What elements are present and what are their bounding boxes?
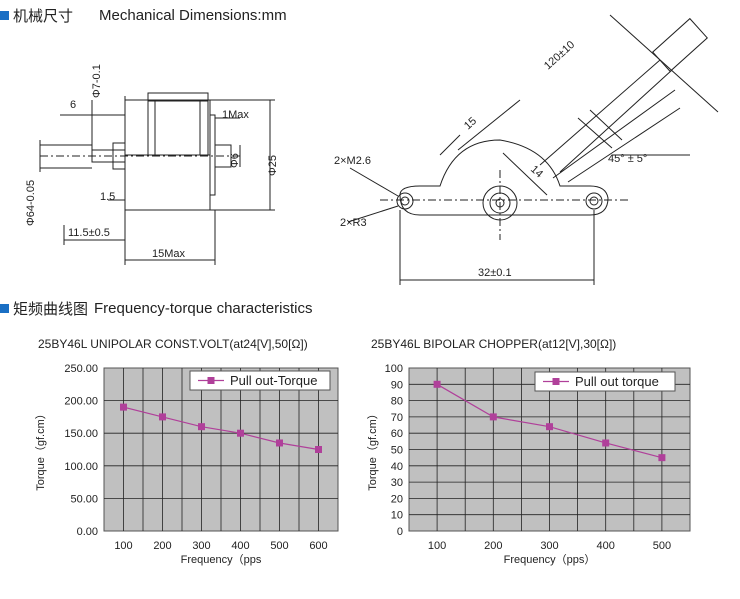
x-tick-label: 100 xyxy=(114,540,132,552)
legend-box xyxy=(534,371,676,392)
y-tick-label: 90 xyxy=(391,379,403,391)
data-point xyxy=(433,380,441,388)
y-tick-label: 0 xyxy=(397,526,403,538)
x-tick-label: 500 xyxy=(653,540,671,552)
section-title-cn: 矩频曲线图 xyxy=(13,301,89,318)
y-tick-label: 0.00 xyxy=(77,526,98,538)
dim-shaft-length: 6 xyxy=(70,99,76,111)
legend-label: Pull out-Torque xyxy=(230,373,317,388)
section-title-en: Mechanical Dimensions:mm xyxy=(99,7,287,24)
data-point xyxy=(602,439,610,447)
legend-box xyxy=(189,370,331,391)
data-point xyxy=(198,423,205,431)
mechanical-drawing: 6 Φ7-0.1 1Max Φ6 Φ25 1.5 Φ64-0.05 11.5±0… xyxy=(25,14,719,285)
chart2-plot: 0 10 20 30 40 50 60 70 80 90 100 100 200 300 400 500 Pul… xyxy=(366,363,691,566)
data-point xyxy=(546,423,553,431)
y-tick-label: 60 xyxy=(391,428,403,440)
data-point xyxy=(237,429,244,437)
x-axis-label: Frequency（pps xyxy=(181,553,262,566)
data-point xyxy=(120,403,127,411)
front-view-drawing xyxy=(347,14,719,285)
dim-flange: 1.5 xyxy=(100,191,115,203)
dim-lead-length: 120±10 xyxy=(542,39,577,72)
x-tick-label: 300 xyxy=(192,540,210,552)
y-tick-label: 30 xyxy=(391,477,403,489)
chart1-plot: 0.00 50.00 100.00 150.00 200.00 250.00 100 200 3… xyxy=(34,363,339,566)
legend-marker xyxy=(552,378,560,385)
y-axis-label: Torque（gf.cm） xyxy=(366,408,379,491)
legend-marker xyxy=(207,377,215,384)
y-axis-label: Torque（gf.cm） xyxy=(34,408,47,491)
dim-corner-radius: 2×R3 xyxy=(340,217,367,229)
section-header-mechanical: 机械尺寸 Mechanical Dimensions:mm xyxy=(0,5,287,26)
series-line xyxy=(123,406,319,451)
x-tick-label: 600 xyxy=(309,540,327,552)
dim-pinion-offset: 11.5±0.5 xyxy=(68,227,110,239)
section-header-frequency: 矩频曲线图 Frequency-torque characteristics xyxy=(0,298,312,319)
dim-max-thickness: 1Max xyxy=(222,109,249,121)
y-tick-label: 10 xyxy=(391,510,403,522)
x-tick-label: 500 xyxy=(270,540,288,552)
x-tick-label: 200 xyxy=(484,540,502,552)
x-tick-label: 100 xyxy=(428,540,446,552)
dim-body-diameter: Φ25 xyxy=(267,155,279,176)
x-axis-label: Frequency（pps） xyxy=(504,553,596,566)
section-marker-icon xyxy=(0,11,9,20)
y-tick-label: 50.00 xyxy=(70,493,98,505)
dim-screw-holes: 2×M2.6 xyxy=(334,155,371,167)
chart1-title: 25BY46L UNIPOLAR CONST.VOLT(at24[V],50[Ω… xyxy=(38,337,308,351)
x-tick-label: 400 xyxy=(231,540,249,552)
data-point xyxy=(159,413,166,421)
dim-total-length: 15Max xyxy=(152,248,186,260)
dim-hub-diameter: Φ6 xyxy=(229,153,241,168)
dim-pinion-diameter: Φ64-0.05 xyxy=(25,180,37,226)
dim-radius-offset: 14 xyxy=(528,163,545,180)
y-tick-label: 250.00 xyxy=(64,363,98,375)
x-tick-label: 300 xyxy=(540,540,558,552)
section-title-cn: 机械尺寸 xyxy=(13,8,74,25)
y-tick-label: 50 xyxy=(391,445,403,457)
legend-label: Pull out torque xyxy=(575,374,659,389)
y-tick-label: 20 xyxy=(391,493,403,505)
y-tick-label: 80 xyxy=(391,396,403,408)
dim-shaft-diameter: Φ7-0.1 xyxy=(91,64,103,98)
dim-center-offset: 15 xyxy=(462,115,479,132)
y-tick-label: 150.00 xyxy=(64,428,98,440)
y-tick-label: 100 xyxy=(385,363,403,375)
y-tick-label: 200.00 xyxy=(64,396,98,408)
dim-lead-angle: 45° ± 5° xyxy=(608,153,647,165)
data-point xyxy=(658,454,666,462)
data-point xyxy=(315,446,322,453)
dim-mount-spacing: 32±0.1 xyxy=(478,267,512,279)
chart2-title: 25BY46L BIPOLAR CHOPPER(at12[V],30[Ω]) xyxy=(371,337,617,351)
section-marker-icon xyxy=(0,304,9,313)
x-tick-label: 200 xyxy=(153,540,171,552)
data-point xyxy=(489,413,497,421)
section-title-en: Frequency-torque characteristics xyxy=(94,300,313,317)
y-tick-label: 70 xyxy=(391,412,403,424)
x-tick-label: 400 xyxy=(597,540,615,552)
side-view-drawing xyxy=(39,92,275,265)
y-tick-label: 100.00 xyxy=(64,461,98,473)
data-point xyxy=(276,439,283,447)
y-tick-label: 40 xyxy=(391,461,403,473)
